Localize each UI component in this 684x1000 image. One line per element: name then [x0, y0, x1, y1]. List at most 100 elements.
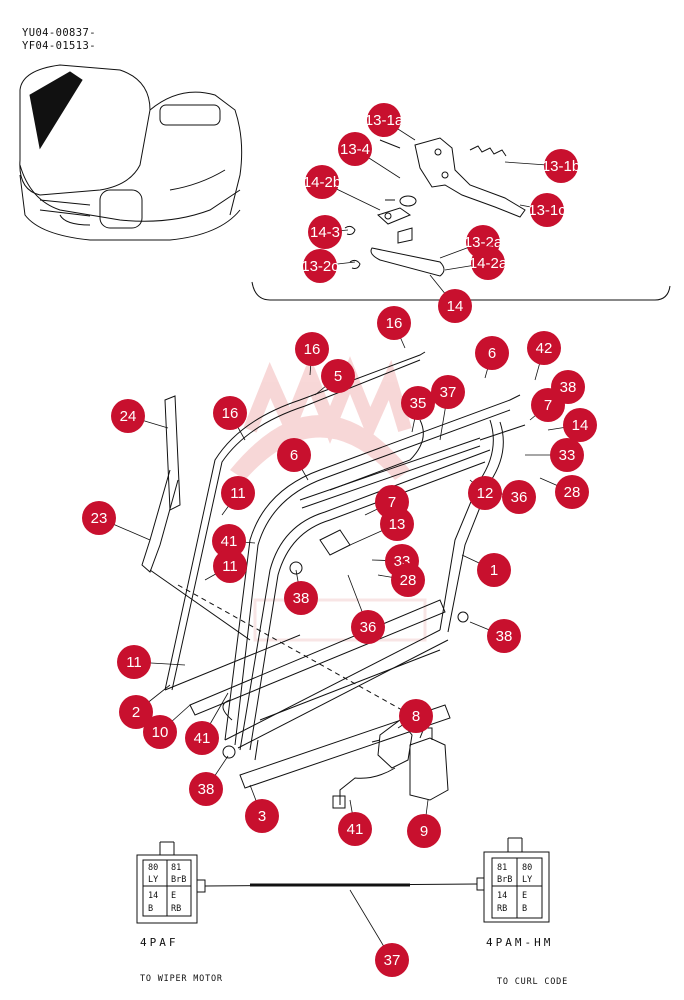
callout-label: 37: [440, 384, 457, 401]
callout-label: 38: [293, 590, 310, 607]
callout-circle: [431, 375, 465, 409]
callout-label: 6: [290, 447, 298, 464]
callout-circle: [377, 306, 411, 340]
callout-label: 28: [564, 484, 581, 501]
callout-label: 13-1b: [542, 158, 580, 175]
callout-label: 38: [198, 781, 215, 798]
callout-label: 14: [572, 417, 589, 434]
pin-l-5: E: [171, 891, 176, 901]
callout-circle: [305, 165, 339, 199]
callout-circle: [143, 715, 177, 749]
connector-right-title: 4PAM-HM: [486, 936, 554, 949]
callout-circle: [487, 619, 521, 653]
callout-circle: [185, 721, 219, 755]
callout-circle: [245, 799, 279, 833]
callout-label: 3: [258, 808, 266, 825]
callout-label: 36: [511, 489, 528, 506]
callout-label: 7: [544, 397, 552, 414]
callout-label: 36: [360, 619, 377, 636]
callout-label: 2: [132, 704, 140, 721]
callout-label: 16: [222, 405, 239, 422]
callout-label: 12: [477, 485, 494, 502]
callout-circle: [321, 359, 355, 393]
part-code-2: YF04-01513-: [22, 40, 96, 52]
callout-label: 42: [536, 340, 553, 357]
callout-label: 13-1c: [528, 202, 566, 219]
pin-r-2: BrB: [497, 875, 512, 885]
callout-label: 8: [412, 708, 420, 725]
pin-l-6: B: [148, 904, 153, 914]
callout-circle: [277, 438, 311, 472]
pin-l-2: LY: [148, 875, 158, 885]
callout-circle: [213, 396, 247, 430]
callout-circle: [550, 438, 584, 472]
washer-tank: [409, 727, 449, 801]
callout-label: 13-4: [340, 141, 370, 158]
callout-label: 14-2a: [469, 255, 508, 272]
callout-circle: [401, 386, 435, 420]
callout-circle: [119, 695, 153, 729]
callout-circle: [213, 549, 247, 583]
callout-circle: [189, 772, 223, 806]
callout-circle: [530, 193, 564, 227]
callout-circle: [475, 336, 509, 370]
callout-circle: [375, 943, 409, 977]
callout-label: 38: [560, 379, 577, 396]
pin-r-6: RB: [497, 904, 507, 914]
callout-circle: [531, 388, 565, 422]
connector-left-note: TO WIPER MOTOR: [140, 974, 223, 984]
callout-circle: [308, 215, 342, 249]
callout-label: 38: [496, 628, 513, 645]
callout-label: 13-2a: [464, 234, 503, 251]
callout-label: 11: [230, 485, 246, 502]
pin-r-1: 80: [522, 863, 532, 873]
pin-r-4: 14: [497, 891, 507, 901]
connector-left-title: 4PAF: [140, 936, 179, 949]
callout-label: 11: [222, 558, 238, 575]
callout-circle: [544, 149, 578, 183]
callout-label: 16: [304, 341, 321, 358]
callout-circle: [221, 476, 255, 510]
callout-circle: [527, 331, 561, 365]
callout-label: 13-2c: [301, 258, 339, 275]
callout-label: 37: [384, 952, 401, 969]
pin-r-5: E: [522, 891, 527, 901]
connector-pins: 80 81 LY BrB 14 E B RB 81 80 BrB LY 14 E…: [148, 863, 532, 914]
callout-label: 5: [334, 368, 342, 385]
callout-group: 13-1a13-413-1b14-2b13-1c14-313-2a14-2a13…: [82, 103, 597, 977]
callout-label: 10: [152, 724, 169, 741]
callout-circle: [284, 581, 318, 615]
callout-circle: [477, 553, 511, 587]
callout-circle: [380, 507, 414, 541]
callout-circle: [212, 524, 246, 558]
callout-label: 41: [347, 821, 364, 838]
callout-label: 14-3: [310, 224, 340, 241]
callout-label: 7: [388, 494, 396, 511]
callout-circle: [295, 332, 329, 366]
callout-circle: [367, 103, 401, 137]
cab-overview-illustration: [19, 64, 243, 241]
callout-circle: [351, 610, 385, 644]
callout-circle: [471, 246, 505, 280]
callout-circle: [338, 812, 372, 846]
callout-label: 1: [490, 562, 498, 579]
callout-circle: [399, 699, 433, 733]
callout-circle: [303, 249, 337, 283]
callout-label: 6: [488, 345, 496, 362]
callout-circle: [438, 289, 472, 323]
callout-label: 28: [400, 572, 417, 589]
callout-label: 16: [386, 315, 403, 332]
callout-label: 9: [420, 823, 428, 840]
callout-circle: [502, 480, 536, 514]
callout-circle: [82, 501, 116, 535]
callout-circle: [391, 563, 425, 597]
pin-r-7: B: [522, 904, 527, 914]
connector-4pam-hm: [476, 837, 550, 923]
connector-right-note: TO CURL CODE: [497, 977, 569, 987]
callout-label: 24: [120, 408, 137, 425]
callout-label: 14: [447, 298, 464, 315]
callout-label: 35: [410, 395, 427, 412]
callout-circle: [563, 408, 597, 442]
